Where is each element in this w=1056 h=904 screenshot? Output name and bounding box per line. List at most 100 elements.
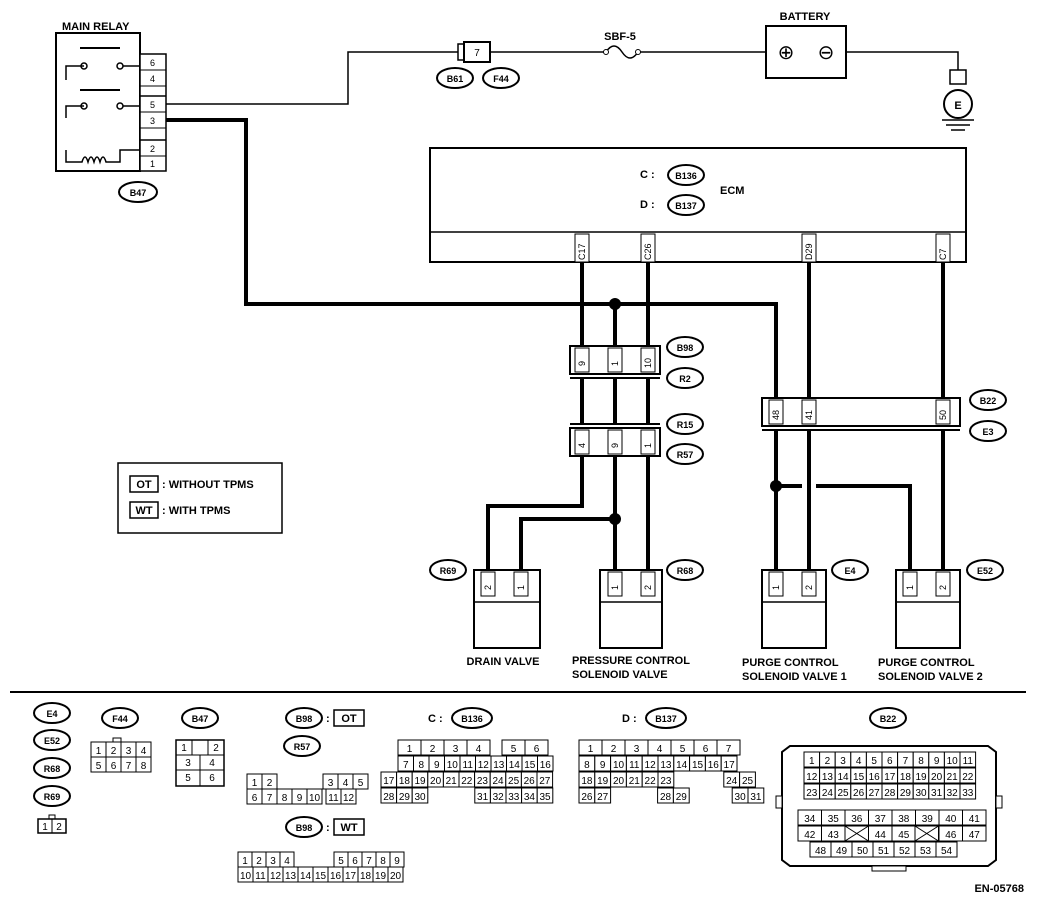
b22-pin-6: 6	[887, 756, 893, 767]
b137-cell	[672, 787, 690, 804]
bottom-label-e52: E52	[44, 736, 60, 746]
b98wt-pin-2: 2	[256, 856, 262, 867]
ecm-title: ECM	[720, 185, 744, 197]
b136-pin-27: 27	[539, 776, 551, 787]
b136-pin-17: 17	[383, 776, 395, 787]
sbf-label: SBF-5	[604, 31, 636, 43]
b137-pin-12: 12	[645, 760, 657, 771]
connector-label-e52: E52	[977, 566, 993, 576]
component-drain-valve: R69 2 1 DRAIN VALVE	[429, 559, 541, 668]
b22-pin-34: 34	[804, 814, 816, 825]
b136-pin-24: 24	[492, 776, 504, 787]
b47-pin-6: 6	[209, 773, 215, 784]
b137-pin-8: 8	[584, 760, 590, 771]
b22-pin-27: 27	[869, 788, 881, 799]
purge-valve-2-label-1: PURGE CONTROL	[878, 657, 975, 669]
b137-pin-29: 29	[676, 792, 688, 803]
b22-pin-5: 5	[871, 756, 877, 767]
b22-pin-35: 35	[828, 814, 840, 825]
relay-pin-1: 1	[150, 159, 155, 169]
b22-pin-2: 2	[825, 756, 831, 767]
connector-label-r69: R69	[440, 566, 457, 576]
bottom-label-b98-wt: B98	[296, 823, 313, 833]
r69-pin-2: 2	[483, 585, 493, 590]
b136-pin-35: 35	[539, 792, 551, 803]
b22-pin-14: 14	[837, 772, 849, 783]
r57-cell	[352, 773, 369, 790]
b136-pin-10: 10	[447, 760, 459, 771]
b137-pin-21: 21	[629, 776, 641, 787]
splice-1	[609, 298, 621, 310]
b136-pin-11: 11	[463, 760, 474, 771]
b137-cell	[657, 771, 675, 788]
b136-pin-18: 18	[399, 776, 411, 787]
battery-minus-icon: ⊖	[818, 42, 835, 64]
b22-pin-30: 30	[915, 788, 927, 799]
b137-cell	[594, 787, 612, 804]
b137-pin-6: 6	[703, 744, 709, 755]
connector-label-b47: B47	[130, 188, 147, 198]
bottom-label-b136: B136	[461, 714, 483, 724]
relay-pin-2: 2	[150, 144, 155, 154]
b136-cell	[536, 787, 554, 804]
b136-pin-23: 23	[477, 776, 489, 787]
connector-label-f44: F44	[493, 74, 509, 84]
r15-pin-4: 4	[577, 443, 587, 448]
b22-pin-10: 10	[947, 756, 959, 767]
r15-pin-9: 9	[610, 443, 620, 448]
b137-pin-27: 27	[597, 792, 609, 803]
b136-pin-33: 33	[508, 792, 520, 803]
component-purge-valve-1: 1 2 E4 PURGE CONTROL SOLENOID VALVE 1	[742, 559, 869, 683]
b98wt-pin-4: 4	[284, 856, 290, 867]
legend-wt-box: WT	[135, 505, 152, 517]
b137-cell	[739, 771, 756, 788]
b137-pin-3: 3	[634, 744, 640, 755]
b22-pin-3: 3	[840, 756, 846, 767]
b98-ot-sep: :	[326, 713, 330, 725]
b136-pin-1: 1	[407, 744, 413, 755]
main-relay: MAIN RELAY 6 4 5 3 2 1 B47	[55, 21, 167, 203]
b136-pin-19: 19	[414, 776, 426, 787]
b22-pin-44: 44	[875, 830, 887, 841]
b22-pin-41: 41	[804, 410, 814, 420]
fuse-number: 7	[474, 48, 480, 59]
connector-label-e4: E4	[844, 566, 855, 576]
b136-pin-34: 34	[524, 792, 536, 803]
b136-pin-2: 2	[430, 744, 436, 755]
b136-pin-3: 3	[453, 744, 459, 755]
b22-pin-13: 13	[822, 772, 834, 783]
connector-label-b136: B136	[675, 171, 697, 181]
b22-pin-47: 47	[969, 830, 981, 841]
b22-pin-7: 7	[903, 756, 909, 767]
b136-pin-30: 30	[414, 792, 426, 803]
b22-blank-cross	[844, 825, 869, 842]
battery: BATTERY ⊕ ⊖	[765, 11, 847, 79]
b22-cell	[962, 809, 987, 826]
b98-pin-9: 9	[577, 361, 587, 366]
b22-pin-24: 24	[822, 788, 834, 799]
b136-pin-21: 21	[446, 776, 458, 787]
b137-pin-13: 13	[660, 760, 672, 771]
b22-pin-46: 46	[945, 830, 957, 841]
splice-3	[770, 480, 782, 492]
bottom-label-r69: R69	[44, 792, 61, 802]
b98wt-pin-8: 8	[380, 856, 386, 867]
b22-pin-37: 37	[875, 814, 887, 825]
b98-wt-sep: :	[326, 822, 330, 834]
ecm-pin-c7: C7	[938, 248, 948, 260]
b137-cell	[720, 755, 738, 772]
b136-pin-16: 16	[540, 760, 552, 771]
connector-label-r2: R2	[679, 374, 691, 384]
b136-cell	[536, 771, 554, 788]
relay-pin-3: 3	[150, 116, 155, 126]
r57-pin-9: 9	[297, 793, 303, 804]
e4-pin-2: 2	[804, 585, 814, 590]
legend-wt-text: : WITH TPMS	[162, 505, 230, 517]
e4-pin-1: 1	[771, 585, 781, 590]
b22-pin-36: 36	[851, 814, 863, 825]
b22-pin-41: 41	[969, 814, 981, 825]
b47-pin-4: 4	[209, 758, 215, 769]
